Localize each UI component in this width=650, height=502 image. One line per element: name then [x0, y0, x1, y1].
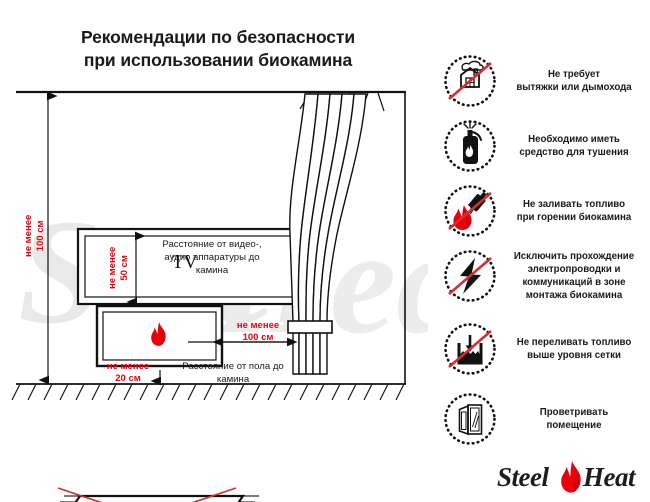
note-floor-line1: Расстояние от пола до [182, 361, 284, 372]
dimension-label-20cm: не менее 20 см [100, 361, 156, 385]
rule-6-line1: Проветривать [539, 406, 609, 418]
page-title-line-1: Рекомендации по безопасности [80, 27, 356, 47]
brand-logo: Steel Heat [497, 458, 645, 498]
rule-item-ventilate-room: Проветривать помещение [440, 390, 650, 448]
rule-item-no-electrical-wiring: Исключить прохождение электропроводки и … [440, 247, 650, 305]
rule-4-line4: монтажа биокамина [525, 290, 623, 302]
rule-item-fire-extinguisher: Необходимо иметь средство для тушения [440, 117, 650, 175]
fireplace-flame-icon [151, 322, 166, 346]
note-distance-floor-to-fireplace: Расстояние от пола до камина [163, 361, 303, 387]
dimension-label-50cm-line2: 50 см [119, 255, 130, 281]
rule-item-no-overfill: Не переливать топливо выше уровня сетки [440, 320, 650, 378]
rule-1-line1: Не требует [547, 68, 601, 80]
rule-item-no-chimney: Не требует вытяжки или дымохода [440, 52, 650, 110]
overfill-container-icon [440, 320, 500, 378]
rule-3-line1: Не заливать топливо [522, 198, 626, 210]
lightning-bolt-icon [440, 247, 500, 305]
rule-5-line1: Не переливать топливо [516, 336, 632, 348]
dimension-label-100cm-vertical: не менее 100 см [23, 203, 47, 269]
dimension-label-100cm-vertical-line2: 100 см [35, 220, 46, 252]
logo-word-heat: Heat [583, 462, 636, 492]
tv-panel [76, 227, 302, 306]
carpet-crossed-out [57, 487, 259, 502]
house-chimney-smoke-icon [440, 52, 500, 110]
dimension-label-50cm-vertical: не менее 50 см [107, 237, 131, 299]
dimension-label-100cm-vertical-line1: не менее [23, 214, 35, 258]
note-av-line3: камина [195, 264, 229, 276]
room-diagram: Steel Heat [0, 84, 436, 502]
rule-text-ventilate-room: Проветривать помещение [500, 406, 650, 432]
rule-5-line2: выше уровня сетки [527, 350, 621, 361]
open-window-icon [440, 390, 500, 448]
page-title-line-2: при использовании биокамина [83, 50, 353, 71]
rule-2-line1: Необходимо иметь [528, 133, 620, 145]
rule-4-line3: коммуникаций в зоне [522, 277, 626, 288]
rule-3-line2: при горении биокамина [516, 212, 632, 223]
rule-6-line2: помещение [546, 420, 602, 431]
page-title: Рекомендации по безопасности при использ… [0, 26, 436, 72]
dimension-label-100cm-horizontal: не менее 100 см [228, 320, 288, 344]
rule-text-fire-extinguisher: Необходимо иметь средство для тушения [500, 133, 650, 159]
dimension-label-20cm-line1: не менее [106, 361, 150, 372]
rule-text-no-chimney: Не требует вытяжки или дымохода [500, 68, 650, 94]
note-av-line2: аудио аппаратуры до [164, 251, 260, 263]
rule-4-line1: Исключить прохождение [513, 250, 635, 262]
note-distance-to-av-equipment: Расстояние от видео-, аудио аппаратуры д… [140, 239, 284, 278]
curtain [289, 93, 367, 375]
rule-1-line2: вытяжки или дымохода [516, 82, 632, 93]
note-floor-line2: камина [216, 373, 250, 385]
fire-extinguisher-icon [440, 117, 500, 175]
logo-flame-icon [561, 461, 581, 493]
dimension-label-50cm-line1: не менее [107, 246, 119, 290]
dimension-label-100cm-h-line2: 100 см [242, 331, 274, 343]
floor-hatching [11, 383, 405, 401]
rule-text-no-electrical-wiring: Исключить прохождение электропроводки и … [500, 250, 650, 302]
rule-text-no-overfill: Не переливать топливо выше уровня сетки [500, 336, 650, 362]
rule-2-line2: средство для тушения [519, 147, 629, 158]
dimension-label-100cm-h-line1: не менее [236, 320, 280, 331]
rule-4-line2: электропроводки и [527, 263, 621, 275]
curtain-tie [287, 320, 333, 334]
diagram-lines [11, 90, 406, 502]
rule-item-no-refuel-while-burning: Не заливать топливо при горении биокамин… [440, 182, 650, 240]
rule-text-no-refuel-while-burning: Не заливать топливо при горении биокамин… [500, 198, 650, 224]
note-av-line1: Расстояние от видео-, [162, 239, 262, 250]
tv-label: TV [172, 252, 198, 273]
logo-word-steel: Steel [497, 462, 549, 492]
pour-fuel-on-flame-icon [440, 182, 500, 240]
dimension-label-20cm-line2: 20 см [115, 372, 141, 384]
